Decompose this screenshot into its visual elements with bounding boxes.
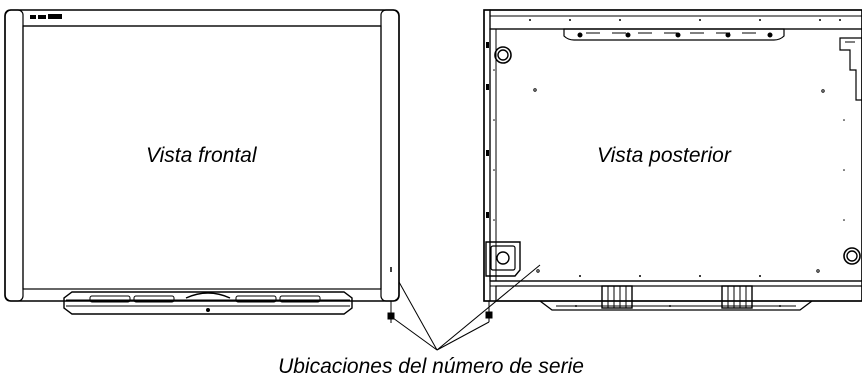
rear-view-label: Vista posterior xyxy=(597,144,731,167)
front-pen-tray xyxy=(63,291,353,315)
rear-serial-tag xyxy=(485,301,493,322)
rear-pen-tray xyxy=(495,285,862,311)
serial-number-caption: Ubicaciones del número de serie xyxy=(278,355,584,378)
front-serial-tag xyxy=(387,301,395,323)
front-view-label: Vista frontal xyxy=(146,144,257,167)
serial-callout-lines xyxy=(392,264,541,351)
front-view-board xyxy=(4,9,400,302)
smart-logo xyxy=(30,14,62,19)
